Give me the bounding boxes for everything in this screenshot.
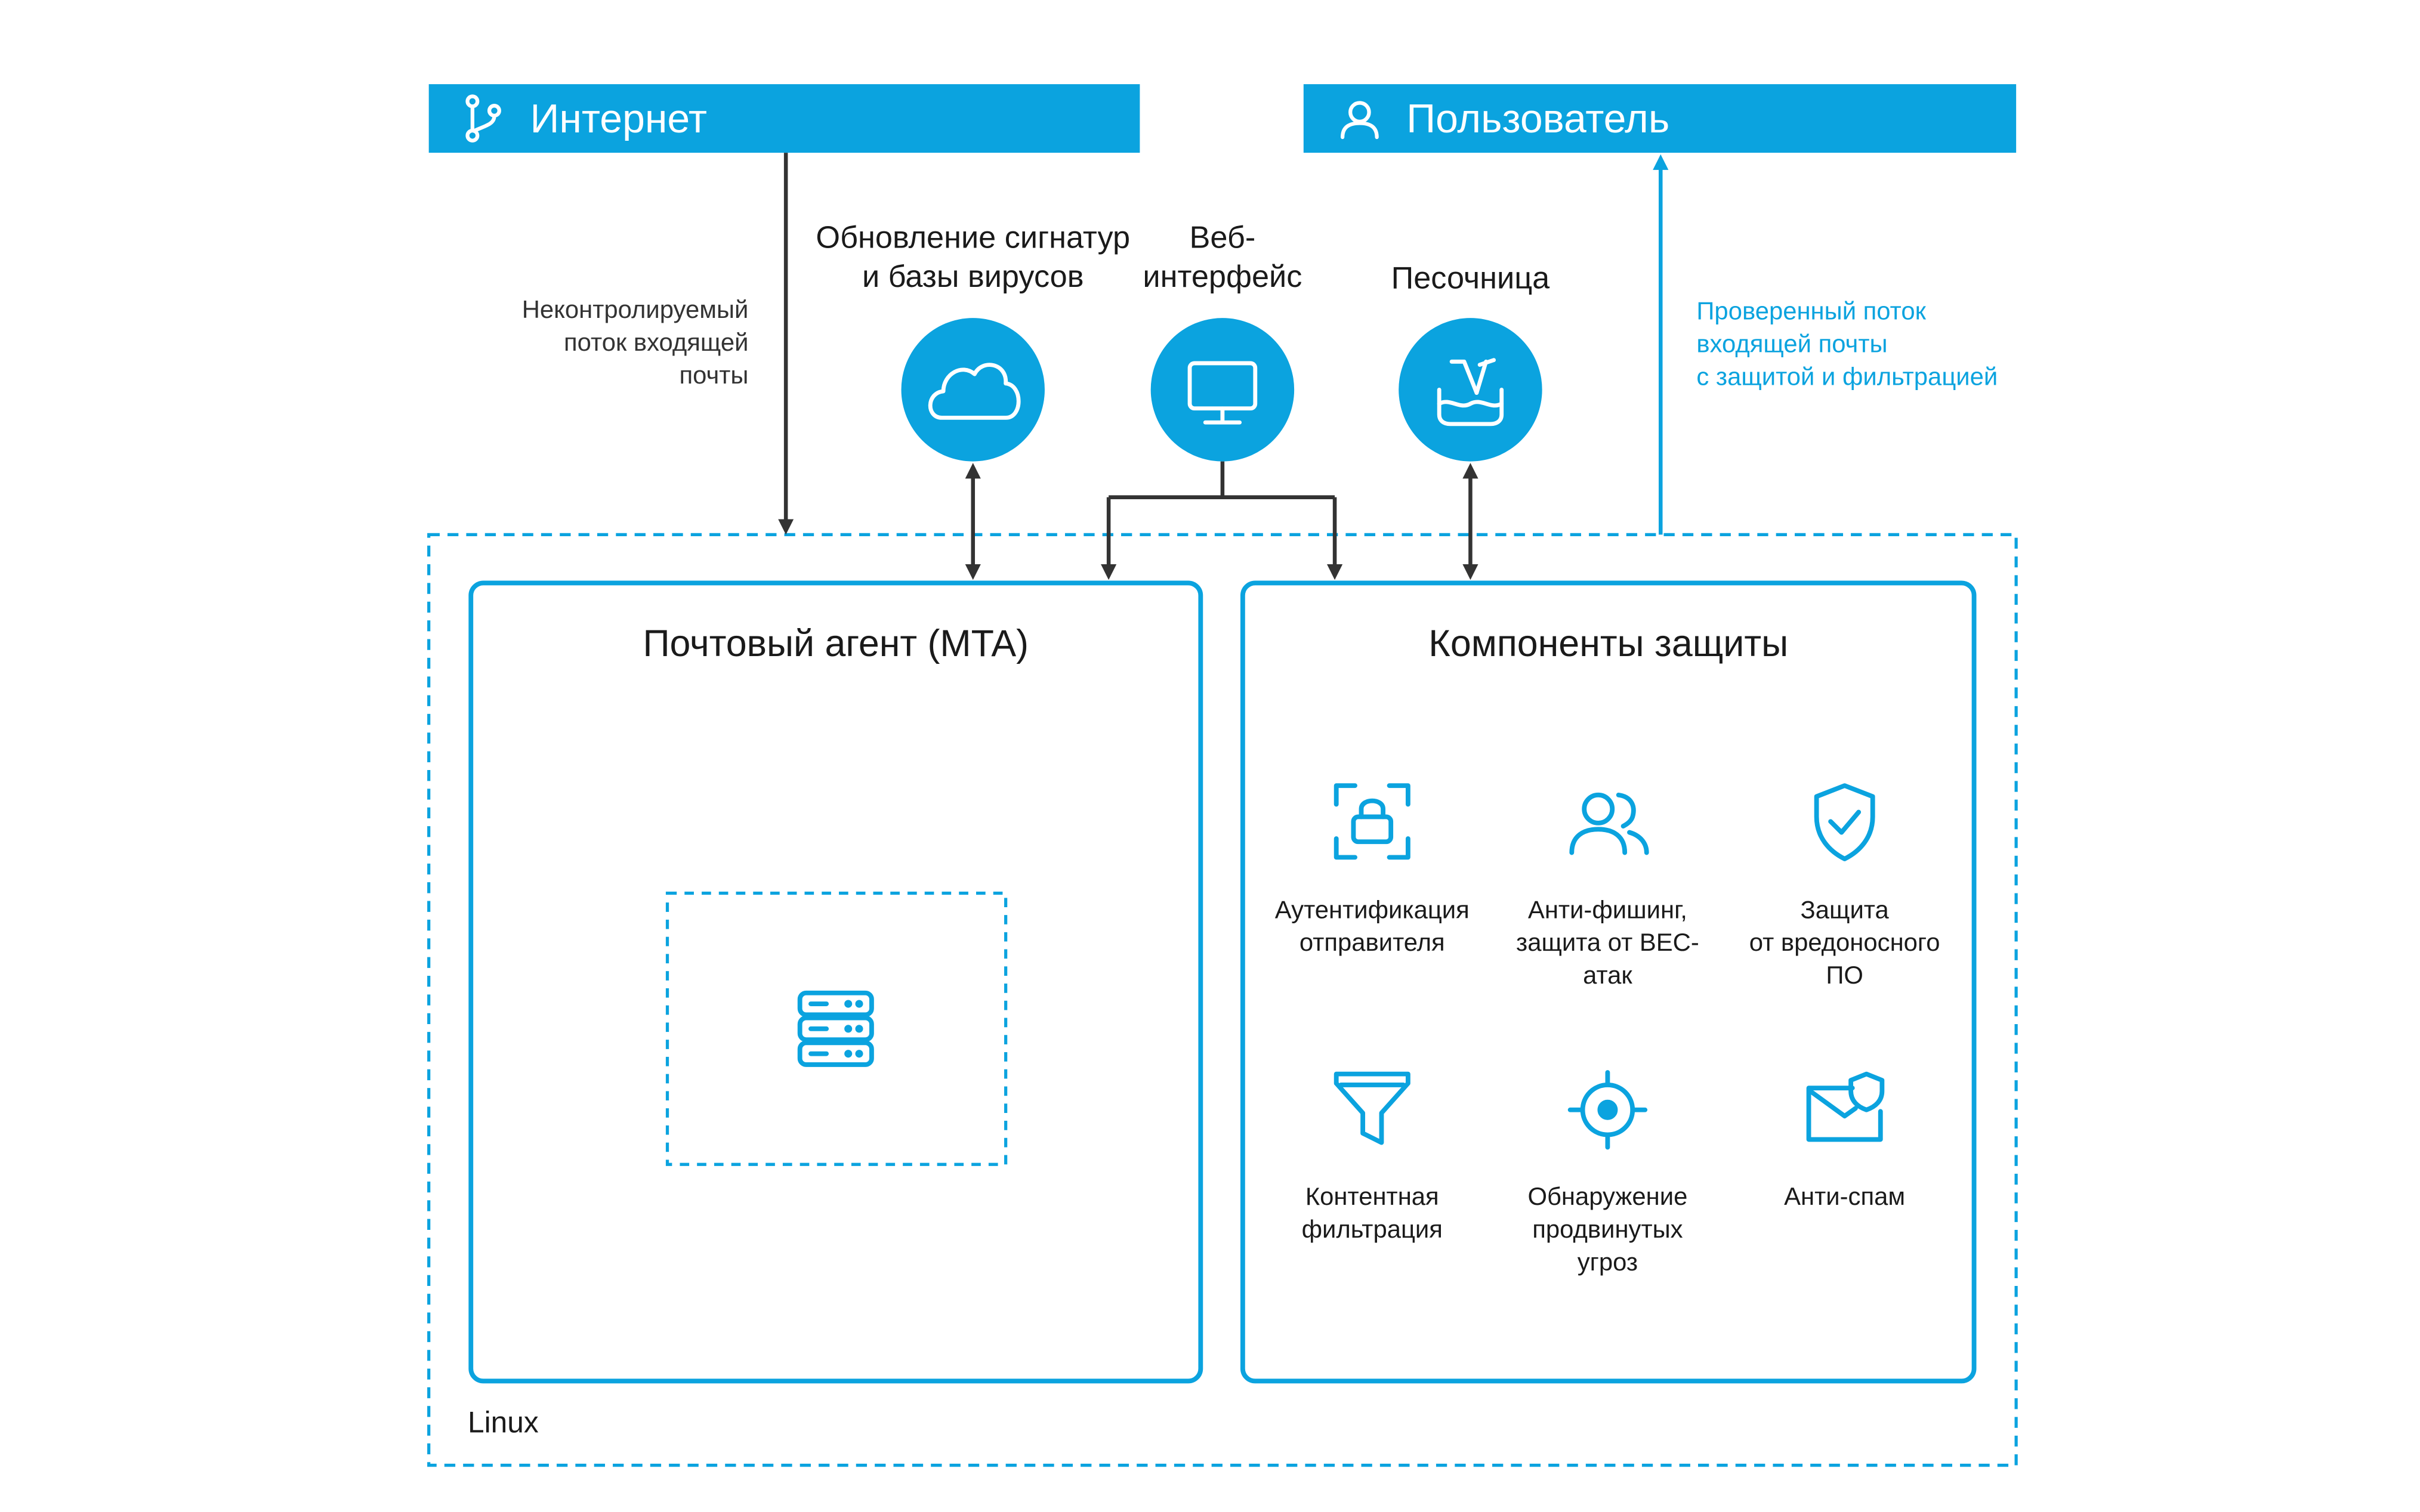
cloud-service-circle xyxy=(901,318,1045,462)
user-label: Пользователь xyxy=(1406,95,1670,142)
advanced-threat-label: Обнаружение продвинутых угроз xyxy=(1527,1185,1688,1277)
anti-phishing-label: Анти-фишинг, защита от BEC- атак xyxy=(1516,898,1699,990)
branch-icon xyxy=(465,94,501,143)
protection-box xyxy=(1240,580,1977,1384)
mail-shield-icon xyxy=(1806,1071,1885,1142)
sandbox-service-circle xyxy=(1399,318,1542,462)
user-bar xyxy=(1303,84,2017,153)
monitor-icon xyxy=(1187,361,1258,425)
internet-bar xyxy=(428,84,1140,153)
cloud-icon xyxy=(928,363,1021,420)
mta-inner-dashed-box xyxy=(665,891,1008,1166)
mta-box xyxy=(468,580,1203,1384)
users-icon xyxy=(1569,792,1649,855)
sandbox-label: Песочница xyxy=(1391,262,1550,296)
malware-protection-label: Защита от вредоносного ПО xyxy=(1749,898,1940,990)
uncontrolled-flow-label: Неконтролируемый поток входящей почты xyxy=(521,298,749,390)
anti-spam-label: Анти-спам xyxy=(1784,1185,1906,1211)
linux-container xyxy=(427,533,2018,1467)
web-service-circle xyxy=(1150,318,1295,462)
verified-flow-label: Проверенный поток входящей почты с защит… xyxy=(1696,299,1998,391)
user-icon xyxy=(1341,101,1379,140)
server-icon xyxy=(797,990,874,1067)
web-interface-label: Веб- интерфейс xyxy=(1143,221,1302,295)
protection-title: Компоненты защиты xyxy=(1428,623,1789,666)
sandbox-icon xyxy=(1437,358,1504,426)
sender-auth-label: Аутентификация отправителя xyxy=(1274,898,1470,957)
internet-label: Интернет xyxy=(530,95,708,142)
content-filter-label: Контентная фильтрация xyxy=(1301,1185,1443,1244)
target-icon xyxy=(1567,1070,1648,1150)
mta-title: Почтовый агент (MTA) xyxy=(643,623,1029,666)
shield-check-icon xyxy=(1814,783,1875,861)
web-interface-connector xyxy=(1101,461,1343,580)
lock-scan-icon xyxy=(1334,783,1410,860)
signature-update-label: Обновление сигнатур и базы вирусов xyxy=(816,221,1131,295)
linux-label: Linux xyxy=(468,1407,539,1440)
filter-icon xyxy=(1334,1071,1410,1145)
